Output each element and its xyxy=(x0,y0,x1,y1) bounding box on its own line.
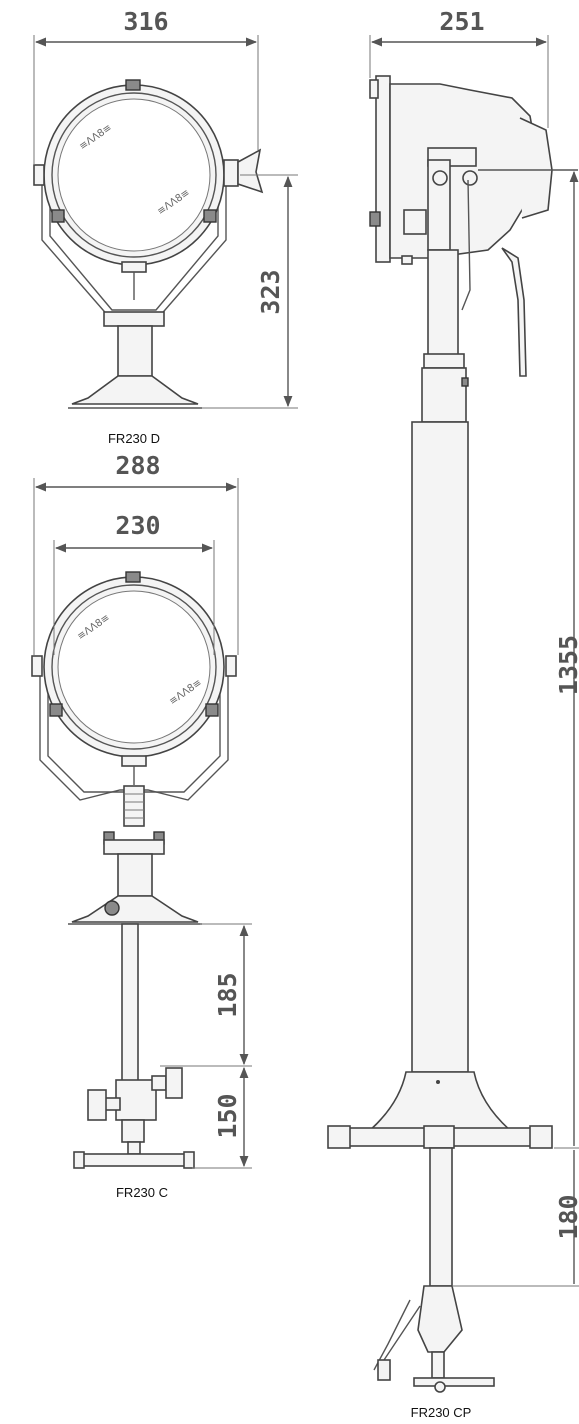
dim-cp-height: 1355 xyxy=(554,635,579,695)
fr230d-drawing: ≡ΛΛ8≡ ≡ΛΛ8≡ xyxy=(33,35,298,409)
dim-c-clamp: 150 xyxy=(213,1093,242,1138)
dim-c-outer-width: 288 xyxy=(115,451,160,480)
dim-c-pole: 185 xyxy=(213,972,242,1017)
dim-c-inner-width: 230 xyxy=(115,511,160,540)
caption-fr230c: FR230 C xyxy=(116,1185,168,1200)
fr230cp-drawing xyxy=(327,35,579,1393)
dim-cp-clamp: 180 xyxy=(554,1194,579,1239)
dim-cp-depth: 251 xyxy=(439,7,484,36)
dim-d-height: 323 xyxy=(256,269,285,314)
caption-fr230d: FR230 D xyxy=(108,431,160,446)
dim-d-width: 316 xyxy=(123,7,168,36)
caption-fr230cp: FR230 CP xyxy=(411,1405,472,1420)
fr230c-drawing: ≡ΛΛ8≡ ≡ΛΛ8≡ xyxy=(31,478,252,1169)
